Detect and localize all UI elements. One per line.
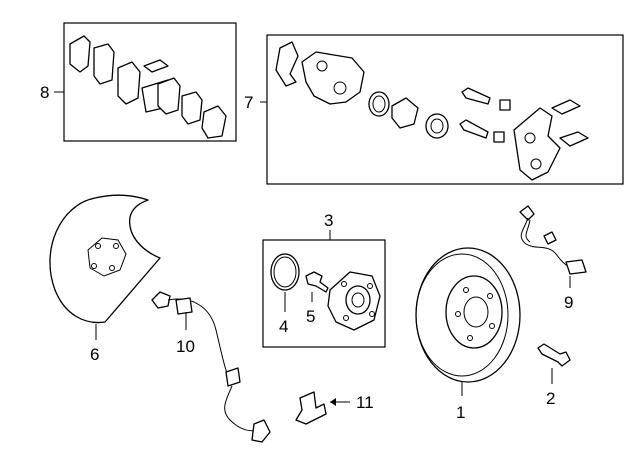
o-ring [270,253,300,291]
callout-9: 9 [564,293,573,312]
caliper-mount-bracket [513,107,561,181]
callout-5: 5 [306,307,315,326]
brake-pad [157,77,181,115]
pad-shim [201,105,227,139]
brake-pad [181,91,203,125]
brake-hose [520,217,573,269]
rotor-center-bore [463,296,489,328]
wheel-stud [305,271,329,293]
pad-shim [69,35,91,73]
piston-seal [368,91,390,117]
rotor-bolt [537,343,571,367]
bracket-group: 11 [295,391,374,425]
caliper-box [266,34,624,185]
brake-hose-group: 9 [519,205,587,312]
pin-boot [499,99,511,111]
splash-shield [49,194,161,324]
guide-pin [459,119,489,139]
hose-fitting [519,205,535,221]
abs-sensor-group: 10 [151,291,271,443]
pad-clip [143,59,169,73]
callout-7: 7 [244,93,253,112]
dust-boot [425,113,449,139]
bolt-group: 2 [537,343,571,408]
callout-4: 4 [279,317,288,336]
sensor-head [151,291,171,309]
arrow-11 [330,398,336,406]
pad-retainer-clip [551,99,581,115]
piston [391,97,419,129]
caliper-port [316,60,328,72]
callout-10: 10 [176,337,195,356]
brake-pad [117,61,141,105]
caliper-group: 7 [244,34,624,185]
callout-11: 11 [356,393,374,412]
hose-bracket [295,391,327,425]
pad-retainer-clip [559,131,589,147]
pad-set-box [63,22,237,142]
sensor-grommet [225,367,241,387]
guide-pin [461,87,491,105]
brake-pad [93,43,115,85]
shield-hub-cutout [87,237,127,277]
pin-boot [493,131,505,143]
caliper-bracket-plate [275,41,299,87]
sensor-connector [251,419,271,443]
hub-bearing [345,285,371,315]
hub-group: 3 4 5 [262,211,386,348]
callout-3: 3 [324,211,333,230]
rotor-hat [445,275,503,349]
hub-box [262,239,386,348]
splash-shield-group: 6 [49,194,161,364]
caliper-bore [333,81,347,95]
callout-2: 2 [546,389,555,408]
hose-clip [543,231,557,245]
callout-8: 8 [40,83,49,102]
pad-set-group: 8 [40,22,237,142]
caliper-body [301,51,365,105]
callout-6: 6 [90,345,99,364]
callout-1: 1 [456,403,465,422]
hose-banjo [565,259,587,275]
rotor-group: 1 [415,247,521,422]
sensor-clip [175,297,193,315]
